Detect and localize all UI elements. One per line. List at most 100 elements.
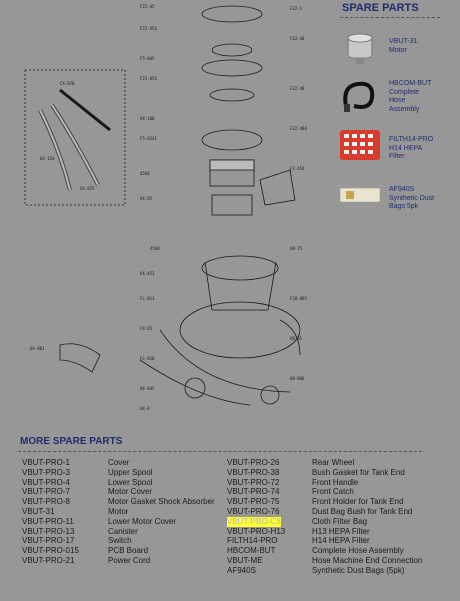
- part-code[interactable]: VBUT-PRO-4: [22, 477, 71, 487]
- part-description[interactable]: Motor: [108, 506, 129, 516]
- svg-text:UX-85: UX-85: [140, 196, 153, 201]
- part-description[interactable]: Upper Spool: [108, 467, 153, 477]
- spare-part-label[interactable]: HBCOM-BUT Complete Hose Assembly: [389, 80, 432, 113]
- part-code[interactable]: VBUT-PRO-C8: [227, 516, 281, 527]
- exploded-parts-diagram: F22-45 F22-454 F5-865 F23-854 UX-100 F5-…: [24, 4, 307, 411]
- svg-text:F22-40: F22-40: [290, 36, 305, 41]
- part-description[interactable]: Dust Bag Bush for Tank End: [312, 506, 413, 516]
- table-row: VBUT-PRO-4 Lower Spool VBUT-PRO-72 Front Ha…: [22, 478, 442, 488]
- svg-text:U8-75: U8-75: [290, 246, 303, 251]
- svg-text:CX-870: CX-870: [60, 81, 75, 86]
- spare-part-hose[interactable]: HBCOM-BUT Complete Hose Assembly: [330, 76, 460, 116]
- section-divider: [18, 451, 422, 452]
- table-row: VBUT-PRO-8 Motor Gasket Shock Absorber VBU…: [22, 497, 442, 507]
- part-description[interactable]: Hose Machine End Connection: [312, 555, 423, 565]
- part-code[interactable]: VBUT-PRO-H13: [227, 526, 286, 536]
- part-code[interactable]: VBUT-PRO-21: [22, 555, 75, 565]
- table-row: VBUT-PRO-17 Switch FILTH14-PRO H14 HEPA Fil…: [22, 536, 442, 546]
- part-code[interactable]: VBUT-ME: [227, 555, 263, 565]
- svg-text:UX-451: UX-451: [140, 271, 155, 276]
- part-description[interactable]: Motor Cover: [108, 487, 153, 497]
- svg-text:F2-454: F2-454: [290, 166, 305, 171]
- part-code[interactable]: VBUT-PRO-17: [22, 536, 75, 546]
- spare-parts-panel: SPARE PARTS VBUT-31 Motor HBCOM-BUT Comp…: [330, 0, 460, 220]
- part-code[interactable]: FILTH14-PRO: [227, 536, 278, 546]
- hepa-filter-icon: [340, 130, 380, 160]
- spare-part-hepa-filter[interactable]: FILTH14-PRO H14 HEPA Filter: [330, 126, 460, 166]
- part-code[interactable]: VBUT-PRO-13: [22, 526, 75, 536]
- svg-text:F22-40: F22-40: [290, 86, 305, 91]
- part-code[interactable]: VBUT-PRO-72: [227, 477, 280, 487]
- svg-text:UX-801: UX-801: [30, 346, 45, 351]
- svg-text:FL-810: FL-810: [140, 356, 155, 361]
- svg-text:UX-875: UX-875: [80, 186, 95, 191]
- table-row: VBUT-PRO-015 PCB Board HBCOM-BUT Complete H…: [22, 546, 442, 556]
- part-code[interactable]: VBUT-PRO-8: [22, 497, 71, 507]
- svg-text:45U8: 45U8: [150, 246, 160, 251]
- spare-part-label[interactable]: AF940S Synthetic Dust Bags 5pk: [389, 186, 435, 210]
- table-row: AF940S Synthetic Dust Bags (5pk): [22, 566, 442, 576]
- spare-part-motor[interactable]: VBUT-31 Motor: [330, 30, 460, 70]
- part-description[interactable]: PCB Board: [108, 546, 149, 556]
- part-code[interactable]: VBUT-PRO-11: [22, 516, 74, 526]
- part-description[interactable]: Switch: [108, 536, 132, 546]
- table-row: VBUT-PRO-11 Lower Motor Cover VBUT-PRO-C8 C…: [22, 516, 442, 527]
- part-code[interactable]: VBUT-31: [22, 506, 55, 516]
- svg-text:F22-404: F22-404: [290, 126, 307, 131]
- svg-text:UX-845: UX-845: [140, 386, 155, 391]
- part-description[interactable]: Front Catch: [312, 487, 354, 497]
- spare-part-dust-bags[interactable]: AF940S Synthetic Dust Bags 5pk: [330, 176, 460, 216]
- table-row: VBUT-31 Motor VBUT-PRO-76 Dust Bag Bush for…: [22, 507, 442, 517]
- part-code[interactable]: VBUT-PRO-3: [22, 467, 71, 477]
- svg-text:FL-811: FL-811: [140, 296, 155, 301]
- spare-part-label[interactable]: VBUT-31 Motor: [389, 38, 418, 54]
- part-description[interactable]: Bush Gasket for Tank End: [312, 467, 405, 477]
- part-code[interactable]: VBUT-PRO-015: [22, 546, 79, 556]
- part-description[interactable]: Motor Gasket Shock Absorber: [108, 497, 215, 507]
- part-description[interactable]: Cloth Filter Bag: [312, 516, 368, 526]
- part-description[interactable]: Front Handle: [312, 477, 359, 487]
- svg-text:F22-1: F22-1: [290, 6, 303, 11]
- svg-text:F5-865: F5-865: [140, 56, 155, 61]
- part-description[interactable]: Synthetic Dust Bags (5pk): [312, 565, 405, 575]
- part-description[interactable]: Complete Hose Assembly: [312, 546, 404, 556]
- motor-icon: [338, 30, 382, 68]
- table-row: VBUT-PRO-21 Power Cord VBUT-ME Hose Machine…: [22, 556, 442, 566]
- table-row: VBUT-PRO-1 Cover VBUT-PRO-26 Rear Wheel: [22, 458, 442, 468]
- svg-text:45U8: 45U8: [140, 171, 150, 176]
- more-spare-parts-heading: MORE SPARE PARTS: [20, 436, 123, 447]
- part-description[interactable]: H14 HEPA Filter: [312, 536, 370, 546]
- part-code[interactable]: VBUT-PRO-7: [22, 487, 71, 497]
- svg-text:UX-8: UX-8: [140, 406, 150, 411]
- svg-text:FX-65: FX-65: [140, 326, 153, 331]
- spare-part-label[interactable]: FILTH14-PRO H14 HEPA Filter: [389, 136, 434, 160]
- part-code[interactable]: VBUT-PRO-38: [227, 467, 280, 477]
- part-code[interactable]: HBCOM-BUT: [227, 546, 276, 556]
- table-row: VBUT-PRO-7 Motor Cover VBUT-PRO-74 Front Ca…: [22, 487, 442, 497]
- part-code[interactable]: VBUT-PRO-75: [227, 497, 280, 507]
- svg-text:U8-806: U8-806: [290, 376, 305, 381]
- svg-text:F22-454: F22-454: [140, 26, 157, 31]
- svg-text:F5-6541: F5-6541: [140, 136, 157, 141]
- svg-text:F28-885: F28-885: [290, 296, 307, 301]
- part-code[interactable]: VBUT-PRO-26: [227, 458, 280, 467]
- part-code[interactable]: VBUT-PRO-74: [227, 487, 280, 497]
- svg-text:U8-35: U8-35: [290, 336, 303, 341]
- table-row: VBUT-PRO-13 Canister VBUT-PRO-H13 H13 HEPA …: [22, 527, 442, 537]
- part-description[interactable]: Lower Spool: [108, 477, 153, 487]
- svg-text:F22-45: F22-45: [140, 4, 155, 9]
- part-description[interactable]: Canister: [108, 526, 138, 536]
- part-description[interactable]: Rear Wheel: [312, 458, 355, 467]
- svg-text:F23-854: F23-854: [140, 76, 157, 81]
- part-code[interactable]: VBUT-PRO-1: [22, 458, 71, 467]
- part-code[interactable]: AF940S: [227, 565, 256, 575]
- part-description[interactable]: H13 HEPA Filter: [312, 526, 370, 536]
- part-description[interactable]: Cover: [108, 458, 130, 467]
- part-description[interactable]: Front Holder for Tank End: [312, 497, 404, 507]
- svg-text:UX-154: UX-154: [40, 156, 55, 161]
- part-description[interactable]: Lower Motor Cover: [108, 516, 177, 526]
- hose-icon: [343, 81, 375, 112]
- part-code[interactable]: VBUT-PRO-76: [227, 506, 280, 516]
- part-description[interactable]: Power Cord: [108, 555, 151, 565]
